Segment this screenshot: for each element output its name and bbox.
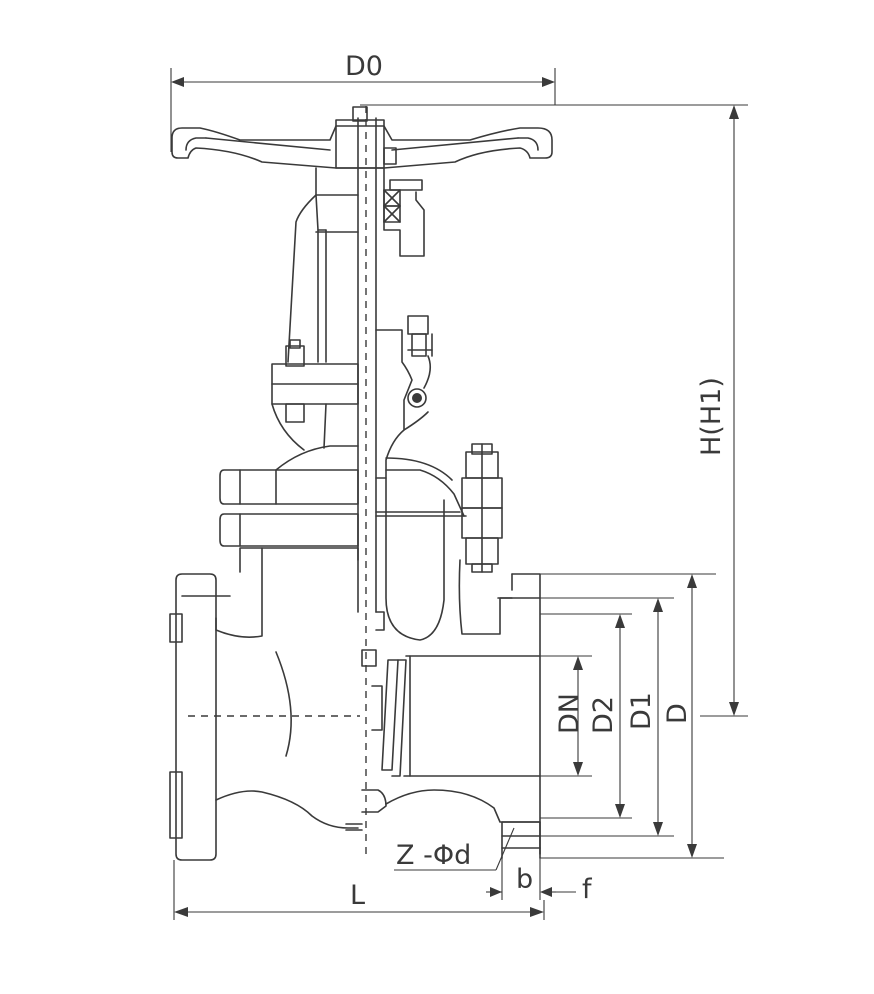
label-h-h1: H(H1)	[696, 377, 727, 456]
label-d1: D1	[626, 692, 657, 730]
label-b: b	[516, 864, 533, 895]
bonnet	[275, 445, 465, 517]
valve-stem	[357, 106, 377, 860]
handwheel	[171, 106, 553, 169]
label-z-phi-d: Z -Φd	[396, 840, 471, 871]
gland-assembly	[375, 315, 433, 479]
dimension-l: L	[173, 860, 545, 920]
label-f: f	[582, 874, 593, 905]
dimension-d0: D0	[170, 51, 556, 152]
yoke-flange	[271, 339, 359, 451]
label-d2: D2	[588, 696, 619, 734]
label-d: D	[662, 703, 693, 724]
dimension-h-h1: H(H1)	[360, 104, 748, 717]
dimension-bolt-hole: Z -Φd b f	[394, 821, 593, 905]
label-d0: D0	[345, 51, 383, 82]
yoke	[287, 147, 425, 363]
dimension-flange-right: DN D2 D1 D	[540, 573, 724, 859]
label-l: L	[350, 880, 365, 911]
bonnet-flange	[219, 443, 503, 573]
label-dn: DN	[554, 693, 585, 734]
valve-body	[169, 469, 541, 861]
